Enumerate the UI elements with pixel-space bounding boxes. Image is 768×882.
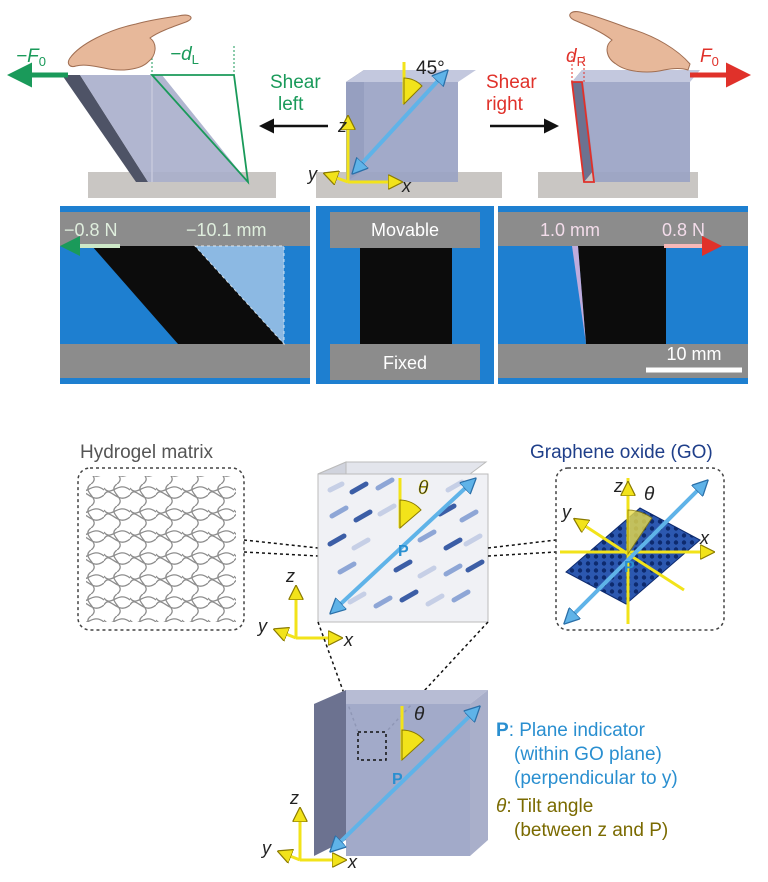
axis-y-label: y bbox=[560, 502, 572, 522]
p-label: P bbox=[624, 559, 635, 576]
axis-y-label: y bbox=[306, 164, 318, 184]
cube-front-face bbox=[346, 82, 458, 182]
photo-center: Movable Fixed bbox=[316, 206, 494, 384]
shear-left-schematic: −F0 −dL bbox=[12, 15, 276, 198]
bottom-cube: θ P bbox=[314, 690, 488, 856]
shear-left-label-1: Shear bbox=[270, 72, 321, 93]
theta-label: θ bbox=[414, 704, 425, 725]
legend: P: Plane indicator (within GO plane) (pe… bbox=[496, 720, 678, 841]
theta-label: θ bbox=[644, 484, 655, 505]
photo-left: −0.8 N −10.1 mm bbox=[60, 206, 310, 384]
movable-clamp bbox=[498, 212, 748, 246]
scale-bar-label: 10 mm bbox=[666, 344, 721, 364]
axis-x-label: x bbox=[347, 852, 358, 872]
movable-label: Movable bbox=[371, 220, 439, 240]
force-label-left: −F0 bbox=[16, 46, 46, 69]
shear-right-schematic: dR F0 bbox=[538, 12, 746, 198]
axis-y-label: y bbox=[260, 838, 272, 858]
sheared-cube-top bbox=[572, 70, 700, 82]
displacement-value: 1.0 mm bbox=[540, 220, 600, 240]
axis-z-label: z bbox=[285, 566, 295, 586]
legend-p-line-2: (within GO plane) bbox=[514, 744, 662, 765]
fixed-label: Fixed bbox=[383, 353, 427, 373]
go-inset: z x y θ P bbox=[556, 468, 724, 630]
legend-p: P: Plane indicator bbox=[496, 720, 646, 741]
p-label: P bbox=[398, 543, 409, 560]
gel-sample bbox=[360, 248, 452, 344]
hydrogel-title: Hydrogel matrix bbox=[80, 442, 214, 463]
shear-right-label-2: right bbox=[486, 94, 524, 115]
go-title: Graphene oxide (GO) bbox=[530, 442, 713, 463]
sheared-cube bbox=[582, 82, 690, 182]
force-label-right: F0 bbox=[700, 46, 719, 69]
connector-right-bottom bbox=[488, 552, 556, 556]
disp-label-right: dR bbox=[566, 46, 586, 69]
angle-label: 45° bbox=[416, 58, 445, 79]
theta-label: θ bbox=[418, 478, 429, 499]
p-label: P bbox=[392, 771, 403, 788]
axis-y-label: y bbox=[256, 616, 268, 636]
cube-front-face bbox=[346, 704, 470, 856]
composite-cube: θ P bbox=[318, 462, 488, 622]
axis-z-label: z bbox=[337, 116, 347, 136]
hand-right bbox=[570, 12, 690, 72]
connector-right-top bbox=[488, 540, 556, 548]
legend-p-line-3: (perpendicular to y) bbox=[514, 768, 678, 789]
axis-x-label: x bbox=[343, 630, 354, 650]
axis-z-label: z bbox=[613, 476, 623, 496]
fixed-clamp bbox=[60, 344, 310, 378]
legend-theta: θ: Tilt angle bbox=[496, 796, 593, 817]
photo-right: 1.0 mm 0.8 N 10 mm bbox=[498, 206, 748, 384]
hydrogel-inset bbox=[78, 468, 244, 630]
shear-right-label-1: Shear bbox=[486, 72, 537, 93]
axis-x-label: x bbox=[699, 528, 710, 548]
legend-theta-line-2: (between z and P) bbox=[514, 820, 668, 841]
sheared-gel bbox=[578, 246, 666, 344]
disp-label-left: −dL bbox=[170, 44, 199, 67]
connector-left-bottom bbox=[244, 552, 318, 556]
displacement-value: −10.1 mm bbox=[186, 220, 267, 240]
connector-left-top bbox=[244, 540, 318, 548]
shear-left-label-2: left bbox=[278, 94, 304, 115]
force-value: −0.8 N bbox=[64, 220, 118, 240]
center-schematic: 45° z x y bbox=[306, 58, 502, 198]
force-value: 0.8 N bbox=[662, 220, 705, 240]
axis-z-label: z bbox=[289, 788, 299, 808]
axis-x-label: x bbox=[401, 176, 412, 196]
